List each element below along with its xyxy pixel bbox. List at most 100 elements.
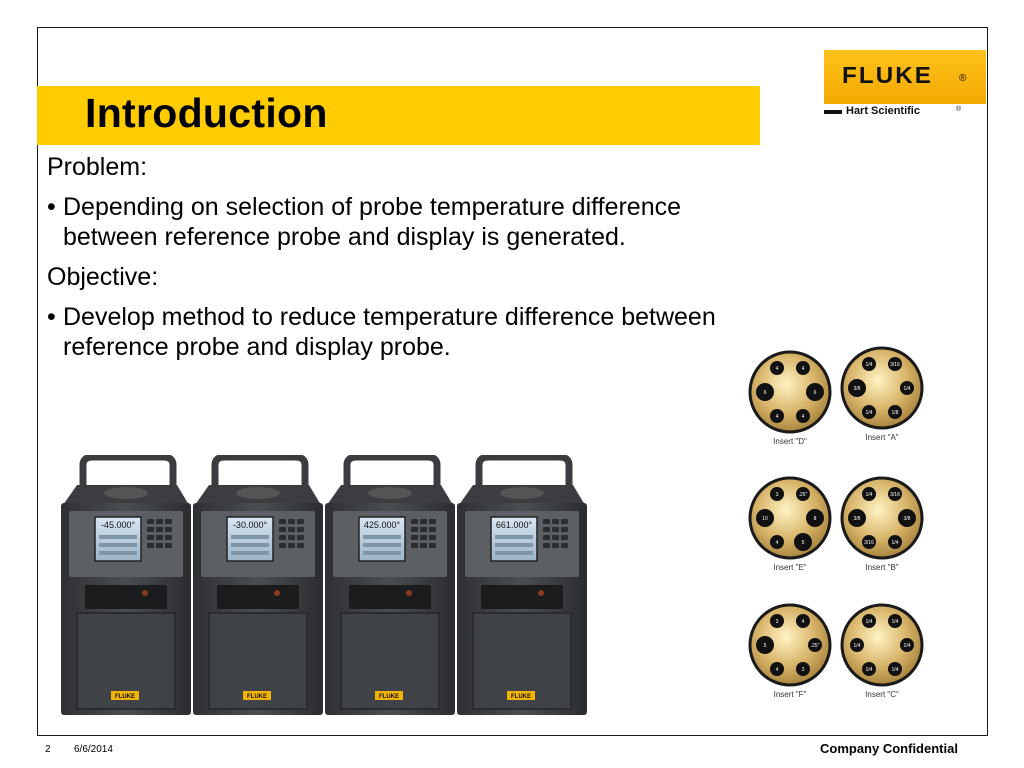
insert-hole — [796, 487, 810, 501]
insert-label: Insert "B" — [865, 563, 898, 572]
insert-hole-label: 3 — [776, 619, 779, 625]
dry-well-calibrators-image: -45.000°FLUKE-30.000°FLUKE425.000°FLUKE6… — [61, 455, 587, 715]
insert-hole — [888, 662, 902, 676]
insert-hole — [848, 379, 866, 397]
insert-hole-label: 1/4 — [892, 619, 899, 625]
insert-hole — [888, 405, 902, 419]
insert-hole-label: 1/4 — [892, 540, 899, 546]
hart-scientific-logo-text: Hart Scientific — [846, 105, 920, 117]
problem-heading: Problem: — [47, 153, 148, 181]
insert-hole — [796, 662, 810, 676]
calibrator-display-reading: -30.000° — [233, 520, 268, 530]
insert-hole — [898, 509, 916, 527]
insert-hole-label: 3/8 — [854, 516, 861, 522]
fluke-logo — [824, 50, 986, 104]
insert-hole-label: 8 — [814, 516, 817, 522]
insert-label: Insert "C" — [865, 690, 899, 699]
insert-hole-label: 5 — [802, 540, 805, 546]
insert-hole-label: 3/8 — [854, 386, 861, 392]
calibrator-display-reading: 661.000° — [496, 520, 533, 530]
insert-hole-label: 1/4 — [892, 667, 899, 673]
fluke-registered-mark: ® — [959, 73, 967, 84]
insert-hole — [796, 614, 810, 628]
insert-hole-label: .25" — [799, 492, 808, 498]
title-bar — [37, 86, 760, 145]
insert-hole — [796, 361, 810, 375]
insert-hole-label: 4 — [802, 366, 805, 372]
insert-hole-label: 1/4 — [866, 492, 873, 498]
calibrator-unit: -45.000°FLUKE — [61, 455, 191, 715]
insert-hole-label: 1/4 — [866, 619, 873, 625]
insert-hole — [862, 487, 876, 501]
insert-hole-label: 3/16 — [864, 540, 874, 546]
insert-hole-label: 3/8 — [904, 516, 911, 522]
insert-hole-label: 4 — [776, 540, 779, 546]
calibrator-display-reading: -45.000° — [101, 520, 136, 530]
insert-hole — [888, 357, 902, 371]
insert-hole — [806, 383, 824, 401]
objective-bullet: •Develop method to reduce temperature di… — [47, 302, 747, 362]
calibrator-unit: -30.000° FLUKE — [193, 455, 323, 715]
insert-hole-label: 1/4 — [904, 386, 911, 392]
objective-heading: Objective: — [47, 263, 159, 291]
problem-bullet-text: Depending on selection of probe temperat… — [63, 193, 682, 251]
insert-hole — [770, 535, 784, 549]
calibrator-badge-text: FLUKE — [511, 694, 531, 700]
insert-hole — [770, 614, 784, 628]
calibrator-unit: 425.000° FLUKE — [325, 455, 455, 715]
insert-hole — [770, 487, 784, 501]
insert-label: Insert "A" — [865, 433, 898, 442]
insert-hole — [850, 638, 864, 652]
insert-hole — [770, 409, 784, 423]
insert-hole — [900, 638, 914, 652]
insert-hole-label: 1/4 — [904, 643, 911, 649]
insert-hole — [794, 533, 812, 551]
insert-hole-label: 4 — [802, 619, 805, 625]
insert-hole — [900, 381, 914, 395]
insert-hole-label: 3/16 — [890, 362, 900, 368]
insert-hole — [770, 662, 784, 676]
insert-hole-label: 4 — [776, 414, 779, 420]
calibrator-badge-text: FLUKE — [379, 694, 399, 700]
calibrator-display-reading: 425.000° — [364, 520, 401, 530]
insert-hole-label: 4 — [776, 366, 779, 372]
calibrator-badge-text: FLUKE — [247, 694, 267, 700]
hart-logo-dash — [824, 110, 842, 114]
insert-hole — [888, 614, 902, 628]
insert-hole — [862, 405, 876, 419]
insert-hole — [862, 535, 876, 549]
insert-hole — [862, 357, 876, 371]
insert-hole — [848, 509, 866, 527]
objective-bullet-text: Develop method to reduce temperature dif… — [63, 303, 716, 361]
insert-hole — [796, 409, 810, 423]
insert-hole — [756, 509, 774, 527]
insert-hole — [756, 636, 774, 654]
insert-hole-label: 1/4 — [866, 362, 873, 368]
insert-hole-label: 3 — [802, 667, 805, 673]
insert-label: Insert "E" — [773, 563, 806, 572]
insert-hole — [888, 535, 902, 549]
insert-hole-label: 3/16 — [890, 492, 900, 498]
insert-hole-label: 5 — [764, 643, 767, 649]
bullet-dot: • — [47, 193, 56, 221]
insert-hole-label: 4 — [776, 667, 779, 673]
hart-registered-mark: ® — [956, 106, 962, 113]
insert-hole — [862, 662, 876, 676]
insert-hole — [888, 487, 902, 501]
insert-hole-label: 1/4 — [866, 410, 873, 416]
insert-hole — [862, 614, 876, 628]
insert-hole-label: 1/8 — [892, 410, 899, 416]
slide-date: 6/6/2014 — [74, 744, 113, 755]
slide-number: 2 — [45, 744, 51, 755]
insert-hole-label: 6 — [814, 390, 817, 396]
insert-hole-label: 10 — [762, 516, 768, 522]
insert-hole-label: .25" — [811, 643, 820, 649]
calibrator-unit: 661.000° FLUKE — [457, 455, 587, 715]
insert-hole-label: 3 — [776, 492, 779, 498]
insert-hole-label: 6 — [764, 390, 767, 396]
